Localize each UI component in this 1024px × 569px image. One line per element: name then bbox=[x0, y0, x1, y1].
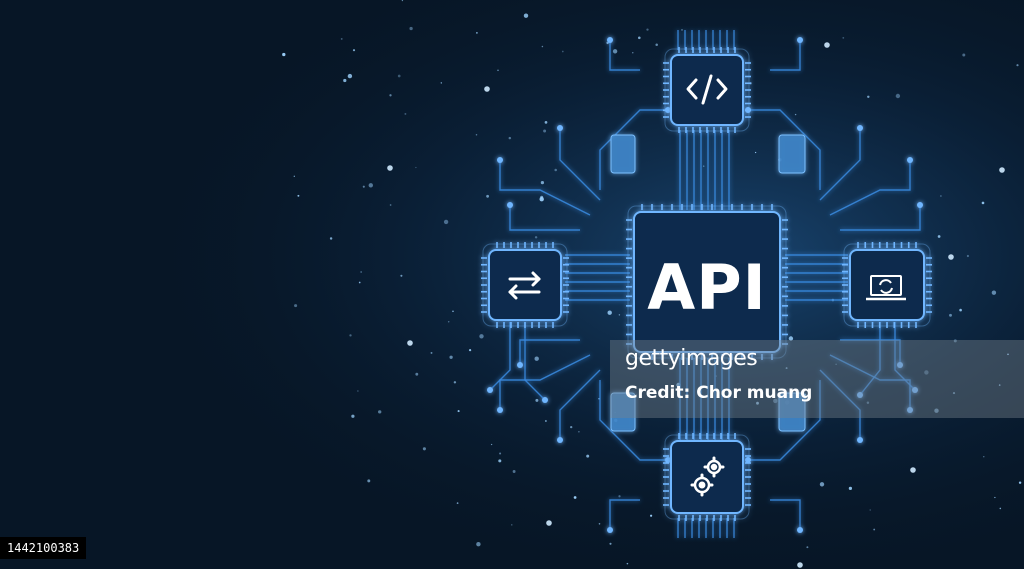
left-chip bbox=[481, 242, 569, 328]
gears-icon bbox=[690, 456, 725, 497]
api-chip-label: API bbox=[647, 251, 767, 324]
circuit-traces bbox=[487, 30, 923, 538]
image-id-badge: 1442100383 bbox=[0, 537, 87, 559]
laptop-sync-icon bbox=[866, 275, 906, 301]
watermark-brand: gettyimages bbox=[625, 346, 758, 371]
watermark-credit: Credit: Chor muang bbox=[625, 383, 813, 403]
code-brackets-icon bbox=[686, 74, 728, 105]
api-chip bbox=[626, 204, 788, 360]
side-pads bbox=[610, 134, 806, 432]
right-chip bbox=[842, 242, 932, 328]
watermark-band bbox=[610, 340, 1024, 418]
bottom-chip bbox=[663, 433, 751, 521]
swap-arrows-icon bbox=[508, 271, 541, 300]
